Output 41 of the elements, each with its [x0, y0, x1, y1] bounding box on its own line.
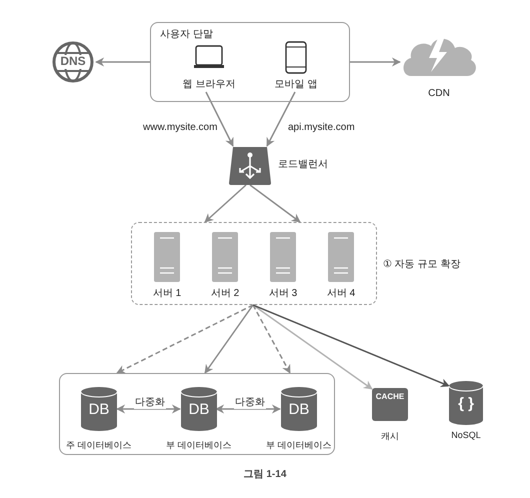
arrow [204, 184, 246, 223]
node-label: 주 데이터베이스 [65, 439, 133, 451]
shape-label: CACHE [374, 391, 406, 403]
node-label: DNS [59, 55, 87, 67]
node-label: 로드밸런서 [278, 159, 328, 171]
edge-label: api.mysite.com [287, 122, 356, 134]
node-label: 캐시 [380, 430, 400, 442]
node-label: 부 데이터베이스 [265, 439, 333, 451]
edge-label: www.mysite.com [142, 122, 218, 134]
shape-label: { } [457, 395, 475, 413]
arrow [215, 404, 281, 414]
node-label: 서버 1 [152, 288, 182, 300]
node-label: NoSQL [450, 429, 482, 441]
edge-label: 다중화 [234, 397, 266, 409]
arrow [350, 58, 401, 66]
arrow [204, 304, 254, 374]
node-label: 서버 4 [326, 288, 356, 300]
arrow [250, 184, 301, 223]
node-label: 서버 3 [268, 288, 298, 300]
node-label: 웹 브라우저 [182, 79, 236, 91]
shape-label: DB [88, 401, 110, 419]
caption: 그림 1-14 [242, 469, 288, 481]
node-label: 부 데이터베이스 [165, 439, 233, 451]
node-label: CDN [427, 88, 451, 100]
arrow [95, 58, 150, 66]
arrow [252, 304, 291, 374]
arrow [252, 304, 450, 388]
arrow [266, 92, 296, 147]
node-label: 모바일 앱 [274, 79, 318, 91]
shape-label: DB [188, 401, 210, 419]
database-group-box [59, 373, 335, 455]
shape-label: DB [288, 401, 310, 419]
side-note: ① 자동 규모 확장 [383, 259, 460, 271]
arrow [205, 92, 234, 147]
arrow [116, 304, 254, 374]
node-label: 서버 2 [210, 288, 240, 300]
device-group-box [150, 22, 350, 102]
arrow [252, 304, 373, 390]
arrow [116, 404, 181, 414]
edge-label: 다중화 [134, 397, 166, 409]
group-title: 사용자 단말 [160, 29, 213, 41]
